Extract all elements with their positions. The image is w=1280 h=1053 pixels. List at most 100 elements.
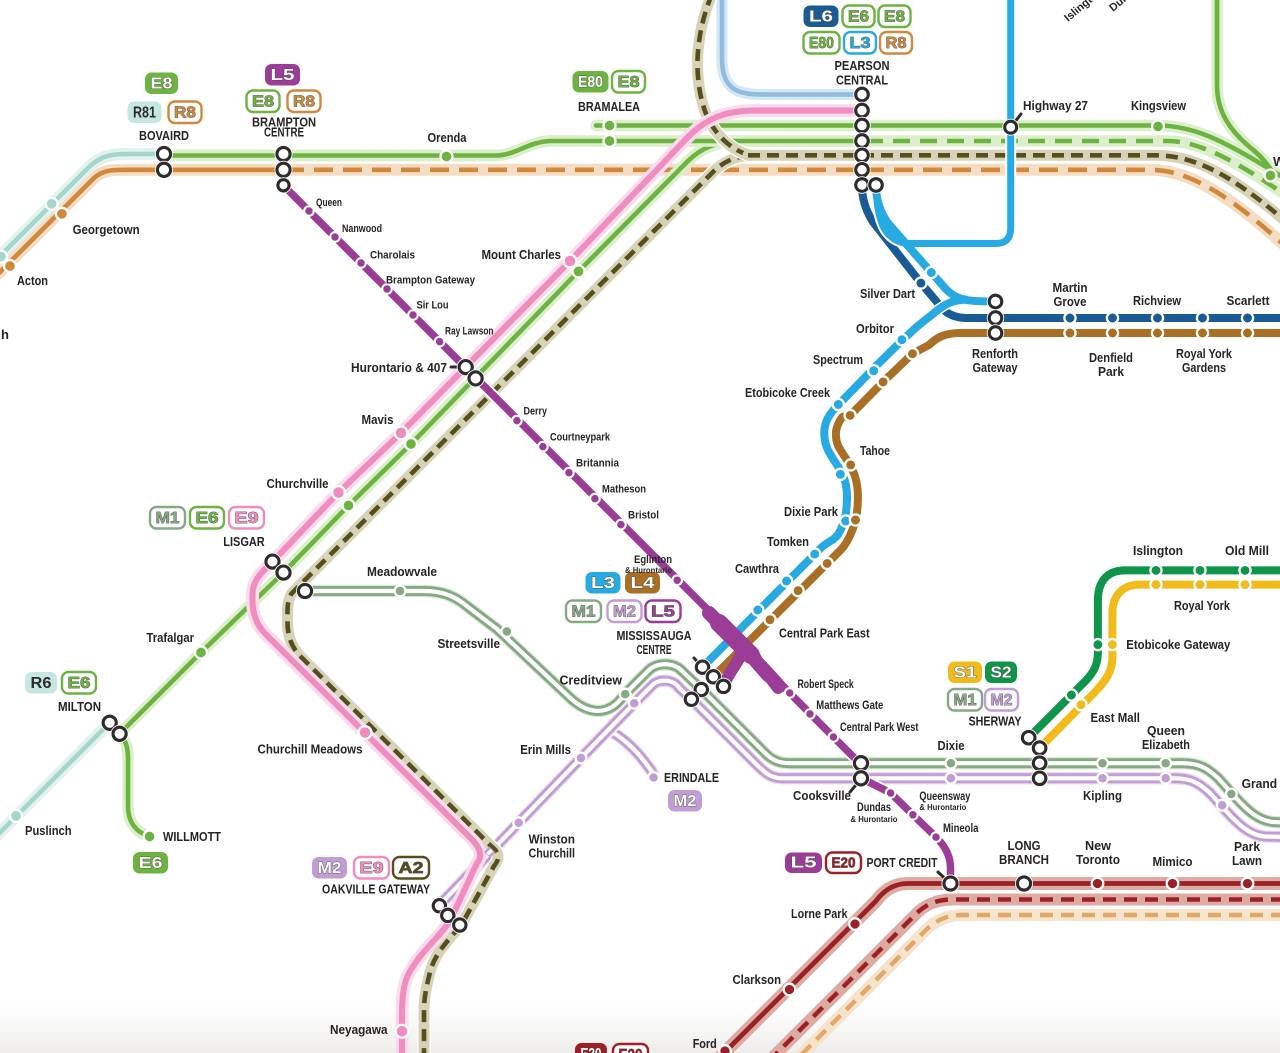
svg-text:Mimico: Mimico <box>1153 854 1193 869</box>
svg-text:Orbitor: Orbitor <box>856 321 894 336</box>
svg-text:Ford: Ford <box>693 1036 717 1051</box>
svg-text:Etobicoke Gateway: Etobicoke Gateway <box>1126 637 1231 652</box>
svg-text:S1: S1 <box>954 664 977 681</box>
svg-text:Ray Lawson: Ray Lawson <box>445 326 494 338</box>
svg-text:PEARSON: PEARSON <box>835 58 890 73</box>
svg-text:E20: E20 <box>619 1047 643 1053</box>
svg-text:WILLMOTT: WILLMOTT <box>163 829 221 844</box>
svg-text:L5: L5 <box>791 854 818 871</box>
svg-text:R8: R8 <box>886 35 907 52</box>
svg-text:Matthews Gate: Matthews Gate <box>816 700 883 712</box>
svg-text:Gardens: Gardens <box>1182 360 1226 375</box>
svg-text:Winston: Winston <box>529 832 576 847</box>
svg-text:Kipling: Kipling <box>1083 788 1122 803</box>
svg-text:Derry: Derry <box>524 406 548 418</box>
svg-text:MILTON: MILTON <box>58 699 101 714</box>
svg-text:E20: E20 <box>832 855 856 871</box>
svg-text:Richview: Richview <box>1133 293 1182 308</box>
svg-text:Creditview: Creditview <box>560 673 623 688</box>
svg-text:MISSISSAUGA: MISSISSAUGA <box>617 628 693 643</box>
svg-text:E6: E6 <box>848 8 869 25</box>
svg-text:Clarkson: Clarkson <box>733 972 782 987</box>
svg-text:Toronto: Toronto <box>1076 852 1120 867</box>
svg-text:S2: S2 <box>991 664 1012 681</box>
svg-text:Royal York: Royal York <box>1176 346 1233 361</box>
svg-text:BRAMPTON: BRAMPTON <box>252 115 316 130</box>
svg-text:E8: E8 <box>618 74 640 91</box>
svg-text:Acton: Acton <box>17 273 48 288</box>
svg-text:Meadowvale: Meadowvale <box>367 564 437 579</box>
svg-text:Highway 27: Highway 27 <box>1023 98 1088 113</box>
svg-text:PORT CREDIT: PORT CREDIT <box>867 855 938 870</box>
svg-text:Old Mill: Old Mill <box>1225 543 1269 558</box>
svg-text:Churchill Meadows: Churchill Meadows <box>258 742 363 757</box>
svg-text:BRAMALEA: BRAMALEA <box>578 99 641 114</box>
svg-text:Renforth: Renforth <box>972 346 1018 361</box>
svg-text:Queen: Queen <box>1147 723 1185 738</box>
svg-text:Central Park East: Central Park East <box>779 626 870 641</box>
svg-text:Churchill: Churchill <box>529 846 576 861</box>
svg-text:E6: E6 <box>196 510 219 527</box>
svg-text:Queen: Queen <box>316 197 342 209</box>
svg-text:Silver Dart: Silver Dart <box>860 286 916 301</box>
svg-text:Trafalgar: Trafalgar <box>147 630 195 645</box>
svg-text:Central Park West: Central Park West <box>840 722 919 734</box>
svg-text:Tahoe: Tahoe <box>860 443 890 458</box>
svg-text:Royal York: Royal York <box>1174 598 1231 613</box>
svg-text:Dixie: Dixie <box>938 738 965 753</box>
svg-text:Mineola: Mineola <box>943 823 979 835</box>
svg-text:Hurontario & 407: Hurontario & 407 <box>351 360 447 375</box>
svg-text:Nanwood: Nanwood <box>342 223 382 235</box>
svg-text:Britannia: Britannia <box>576 458 620 470</box>
svg-text:Brampton Gateway: Brampton Gateway <box>386 275 476 287</box>
svg-text:Park: Park <box>1098 364 1125 379</box>
svg-text:LONG: LONG <box>1008 838 1041 853</box>
svg-text:Grove: Grove <box>1054 294 1087 309</box>
svg-text:E8: E8 <box>884 8 905 25</box>
svg-text:Erin Mills: Erin Mills <box>520 742 571 757</box>
svg-text:Streetsville: Streetsville <box>438 636 501 651</box>
svg-text:Scarlett: Scarlett <box>1227 293 1271 308</box>
svg-text:BRANCH: BRANCH <box>999 852 1049 867</box>
svg-text:Elizabeth: Elizabeth <box>1142 737 1190 752</box>
svg-text:Georgetown: Georgetown <box>73 222 140 237</box>
svg-text:E8: E8 <box>151 75 173 92</box>
svg-text:Tomken: Tomken <box>767 534 809 549</box>
svg-text:Puslinch: Puslinch <box>25 823 72 838</box>
svg-text:Denfield: Denfield <box>1089 350 1133 365</box>
svg-text:L4: L4 <box>631 575 655 592</box>
svg-text:Dundas: Dundas <box>857 802 891 814</box>
svg-text:Courtneypark: Courtneypark <box>550 432 611 444</box>
svg-text:ERINDALE: ERINDALE <box>664 770 719 785</box>
svg-text:Churchville: Churchville <box>267 476 329 491</box>
svg-text:Martin: Martin <box>1053 280 1088 295</box>
svg-text:Orenda: Orenda <box>428 130 468 145</box>
svg-text:Islington: Islington <box>1133 543 1183 558</box>
svg-text:Matheson: Matheson <box>602 484 646 496</box>
svg-text:LISGAR: LISGAR <box>223 534 265 549</box>
svg-text:L3: L3 <box>850 35 871 52</box>
svg-text:E6: E6 <box>139 855 163 872</box>
svg-text:SHERWAY: SHERWAY <box>969 714 1022 729</box>
svg-text:Grand: Grand <box>1242 776 1278 791</box>
svg-text:L5: L5 <box>651 603 675 620</box>
svg-text:Cooksville: Cooksville <box>793 788 851 803</box>
svg-text:Park: Park <box>1234 839 1261 854</box>
svg-text:M1: M1 <box>572 603 596 620</box>
svg-text:Charolais: Charolais <box>370 250 415 262</box>
svg-text:M2: M2 <box>991 692 1013 709</box>
svg-text:M2: M2 <box>318 860 342 877</box>
svg-text:Lorne Park: Lorne Park <box>791 906 848 921</box>
svg-text:CENTRAL: CENTRAL <box>836 73 888 88</box>
svg-text:E8: E8 <box>252 93 274 110</box>
svg-text:M2: M2 <box>674 793 697 810</box>
svg-text:A2: A2 <box>399 860 424 877</box>
svg-text:Sir Lou: Sir Lou <box>417 300 449 312</box>
svg-text:Bristol: Bristol <box>628 510 659 522</box>
svg-text:W: W <box>1273 154 1280 169</box>
svg-text:New: New <box>1085 838 1112 853</box>
svg-text:Mavis: Mavis <box>362 412 394 427</box>
svg-text:CENTRE: CENTRE <box>637 642 672 657</box>
svg-text:M2: M2 <box>613 603 636 620</box>
svg-text:Dixie Park: Dixie Park <box>784 504 839 519</box>
